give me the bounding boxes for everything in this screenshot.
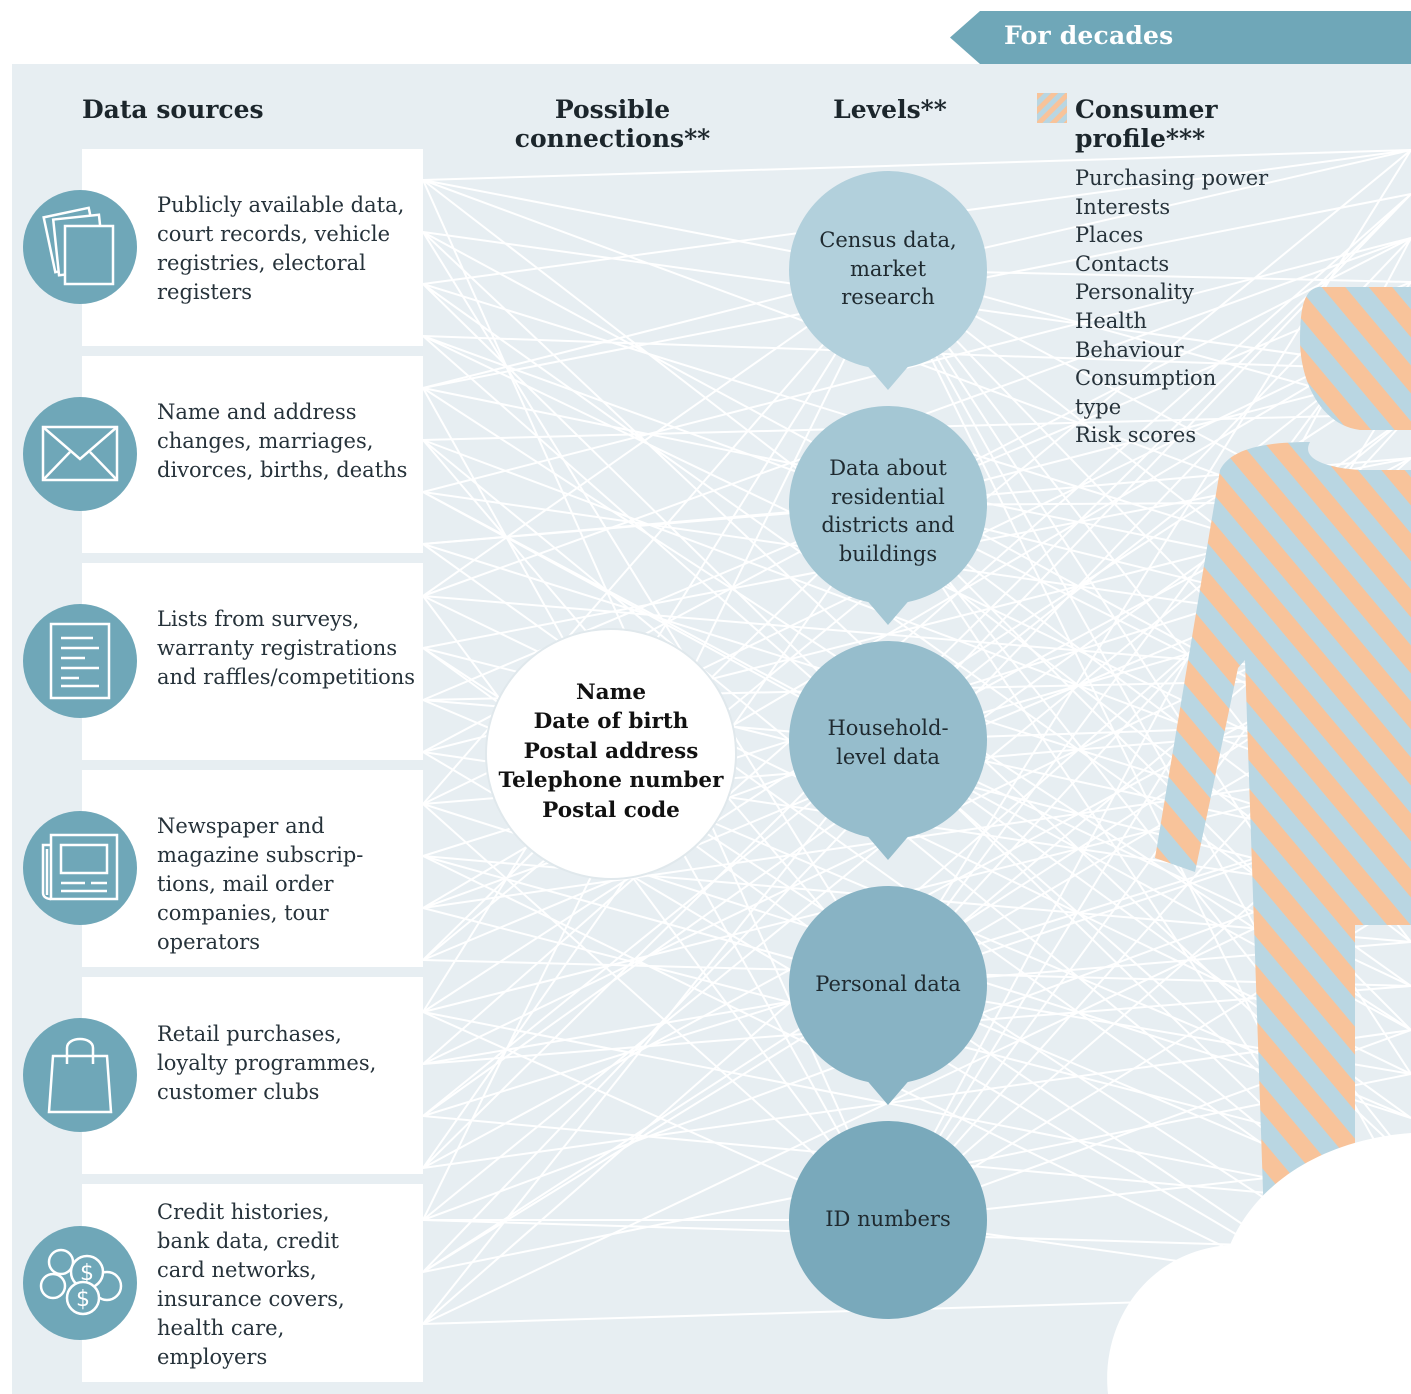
level-bubble-1	[789, 406, 987, 625]
source-text-surveys: Lists from surveys, warranty registratio…	[157, 607, 416, 689]
profile-item-purchasing-power: Purchasing power	[1075, 166, 1269, 190]
profile-item-behaviour: Behaviour	[1075, 337, 1184, 362]
levels-heading: Levels**	[833, 95, 947, 124]
level-bubble-3	[789, 886, 987, 1105]
level-id-label: ID numbers	[825, 1207, 951, 1231]
consumer-profile-heading: Consumer profile***	[1075, 95, 1218, 153]
profile-item-interests: Interests	[1075, 194, 1171, 219]
level-household-label: Household-level data	[827, 716, 949, 769]
profile-item-places: Places	[1075, 223, 1144, 248]
source-text-subscriptions: Newspaper and magazine subscrip-tions, m…	[157, 814, 364, 954]
source-text-retail: Retail purchases, loyalty programmes, cu…	[157, 1022, 377, 1104]
connection-name: Name	[575, 680, 646, 705]
source-text-public-data: Publicly available data, court records, …	[157, 193, 405, 304]
level-census-label: Census data, market research	[819, 228, 957, 309]
source-box-retail	[82, 977, 423, 1174]
source-box-surveys	[82, 563, 423, 760]
level-residential-label: Data about residential districts and bui…	[821, 456, 955, 566]
level-bubble-2	[789, 641, 987, 860]
envelope-icon	[23, 397, 137, 511]
connections-list: Name Date of birth Postal address Teleph…	[485, 678, 737, 825]
level-bubble-0	[789, 171, 987, 390]
consumer-profile-list: Purchasing power Interests Places Contac…	[1075, 164, 1268, 450]
level-bubble-4	[789, 1121, 987, 1319]
source-box-finance	[82, 1184, 423, 1382]
connection-date-of-birth: Date of birth	[533, 709, 689, 735]
possible-connections-heading: Possible connections**	[514, 95, 711, 153]
profile-item-personality: Personality	[1075, 280, 1194, 305]
source-box-public-data	[82, 149, 423, 346]
source-box-subscriptions	[82, 770, 423, 967]
decades-banner	[950, 11, 1411, 64]
connections-circle	[485, 628, 737, 880]
profile-item-contacts: Contacts	[1075, 251, 1170, 276]
source-box-life-events	[82, 356, 423, 553]
striped-legend-swatch	[1037, 93, 1067, 123]
shopping-bag-icon	[23, 1018, 137, 1132]
svg-text:$: $	[80, 1261, 94, 1286]
decades-banner-label: For decades	[1004, 21, 1174, 50]
form-list-icon	[23, 604, 137, 718]
profile-item-health: Health	[1075, 308, 1147, 333]
connection-postal-address: Postal address	[523, 738, 699, 764]
coins-icon: $ $	[23, 1226, 137, 1340]
profile-item-risk-scores: Risk scores	[1075, 423, 1197, 448]
data-sources-heading: Data sources	[82, 95, 264, 124]
documents-icon	[23, 190, 137, 304]
profile-item-consumption-type: Consumption type	[1075, 366, 1217, 419]
svg-text:$: $	[76, 1287, 90, 1312]
level-personal-label: Personal data	[815, 972, 961, 996]
connection-telephone-number: Telephone number	[498, 768, 724, 794]
source-text-life-events: Name and address changes, marriages, div…	[157, 400, 408, 482]
newspaper-icon	[23, 811, 137, 925]
connection-postal-code: Postal code	[542, 797, 680, 823]
source-text-finance: Credit histories, bank data, credit card…	[157, 1200, 345, 1369]
